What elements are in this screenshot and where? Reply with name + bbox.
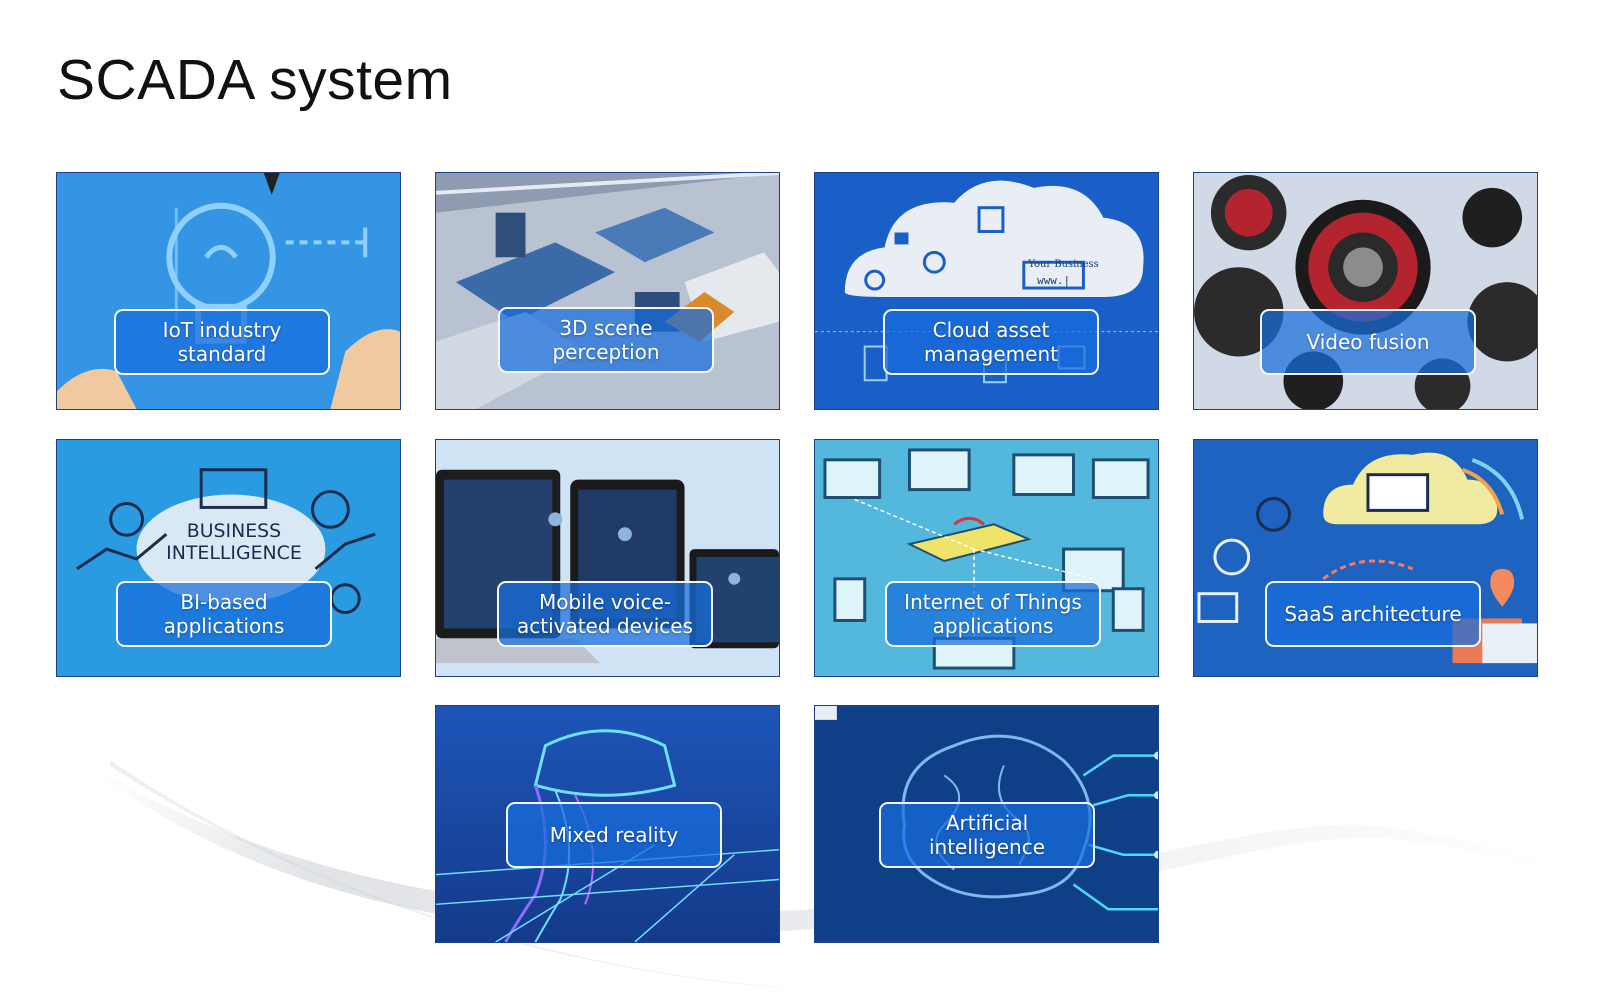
tile-iot-industry-standard[interactable]: IoT industry standard [56, 172, 401, 410]
tile-bi-based-applications[interactable]: BUSINESS INTELLIGENCE BI-based applicati… [56, 439, 401, 677]
tile-label-text: SaaS architecture [1284, 602, 1462, 626]
tile-label: 3D scene perception [498, 307, 714, 373]
tile-label-text: Video fusion [1306, 330, 1430, 354]
tile-label: Mixed reality [506, 802, 722, 868]
tile-label: Artificial intelligence [879, 802, 1095, 868]
tile-label-text: Internet of Things applications [904, 590, 1082, 638]
tile-label: IoT industry standard [114, 309, 330, 375]
bi-overlay-text: BUSINESS [187, 520, 281, 542]
tile-label: Cloud asset management [883, 309, 1099, 375]
tile-label-text: BI-based applications [163, 590, 285, 638]
tile-saas-architecture[interactable]: SaaS architecture [1193, 439, 1538, 677]
tile-label-text: Artificial intelligence [928, 811, 1046, 859]
tile-label-text: Mobile voice-activated devices [516, 590, 694, 638]
factory-3d-icon [436, 173, 779, 409]
tile-label-text: IoT industry standard [162, 318, 282, 366]
tile-video-fusion[interactable]: Video fusion [1193, 172, 1538, 410]
page-title: SCADA system [57, 48, 453, 112]
lightbulb-icon [57, 173, 400, 409]
cloud-overlay-url: www.| [1037, 274, 1070, 287]
tile-internet-of-things-applications[interactable]: Internet of Things applications [814, 439, 1159, 677]
tile-cloud-asset-management[interactable]: Your Business www.| Cloud asset manageme… [814, 172, 1159, 410]
tile-label: Internet of Things applications [885, 581, 1101, 647]
tile-label: SaaS architecture [1265, 581, 1481, 647]
tile-label-text: 3D scene perception [552, 316, 660, 364]
tile-label: BI-based applications [116, 581, 332, 647]
tile-label-text: Mixed reality [549, 823, 679, 847]
tile-label: Mobile voice-activated devices [497, 581, 713, 647]
tile-label-text: Cloud asset management [924, 318, 1058, 366]
tile-3d-scene-perception[interactable]: 3D scene perception [435, 172, 780, 410]
cloud-overlay-text: Your Business [1027, 259, 1098, 270]
tile-artificial-intelligence[interactable]: Artificial intelligence [814, 705, 1159, 943]
tile-label: Video fusion [1260, 309, 1476, 375]
tile-mobile-voice-activated-devices[interactable]: Mobile voice-activated devices [435, 439, 780, 677]
tile-mixed-reality[interactable]: Mixed reality [435, 705, 780, 943]
svg-text:INTELLIGENCE: INTELLIGENCE [166, 542, 302, 564]
camera-lens-icon [1194, 173, 1537, 409]
